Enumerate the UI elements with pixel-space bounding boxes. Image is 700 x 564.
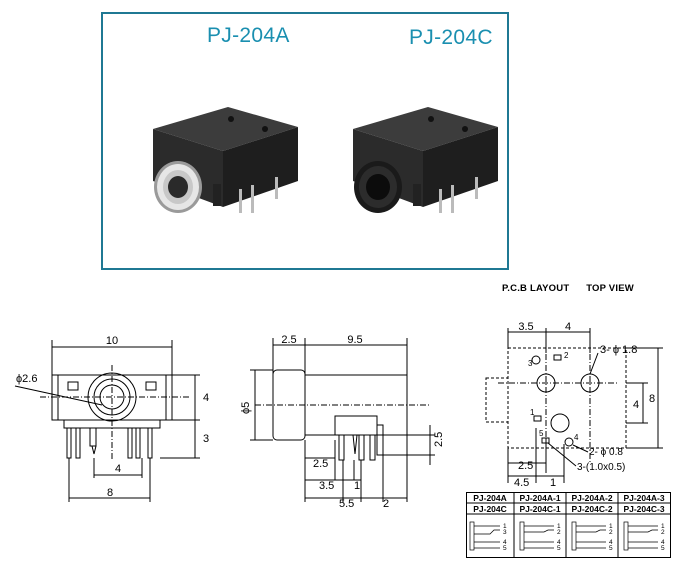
schem-0-pin-c: 4 <box>503 539 507 546</box>
pcb-top-b-dim: 4 <box>565 321 571 333</box>
pcb-pin-2-label: 2 <box>564 351 569 360</box>
variant-header-a-1: PJ-204A-1 <box>519 493 560 503</box>
variant-header-a-2: PJ-204A-2 <box>571 493 612 503</box>
schem-1-pin-d: 5 <box>557 545 561 552</box>
pcb-top-view-drawing: 3.5 4 3- ϕ 1.8 4 8 2- ϕ 0.8 3-(1.0x0.5) … <box>485 321 663 489</box>
pcb-pin-4-label: 4 <box>574 433 579 442</box>
variant-header-a-3: PJ-204A-3 <box>623 493 664 503</box>
pcb-layout-header: P.C.B LAYOUT TOP VIEW <box>502 283 648 294</box>
pcb-pin-1-label: 1 <box>530 408 535 417</box>
side-tail-dim: 2 <box>383 498 389 510</box>
schem-2-pin-a: 1 <box>609 523 613 530</box>
side-nose-dim: 2.5 <box>281 334 296 346</box>
pcb-bottom-c-dim: 1 <box>550 477 556 489</box>
schem-3-pin-c: 4 <box>661 539 665 546</box>
pj-204c-photo <box>353 107 498 213</box>
schem-0-pin-b: 3 <box>503 529 507 536</box>
side-dia-dim: ϕ5 <box>240 402 252 414</box>
schem-1-pin-c: 4 <box>557 539 561 546</box>
schem-3-pin-b: 2 <box>661 529 665 536</box>
side-view-drawing: 2.5 9.5 ϕ5 2.5 2.5 3.5 1 5.5 2 <box>240 334 445 510</box>
schem-3-pin-d: 5 <box>661 545 665 552</box>
top-view-label: TOP VIEW <box>586 283 634 294</box>
side-pin-height-dim: 2.5 <box>433 432 445 447</box>
front-view-drawing: 10 ϕ2.6 4 3 4 8 <box>14 335 209 502</box>
front-total-width-dim: 8 <box>107 487 113 499</box>
front-pin-height-dim: 3 <box>203 433 209 445</box>
schem-1-pin-a: 1 <box>557 523 561 530</box>
pj-204a-photo <box>153 107 298 213</box>
variant-header-a-0: PJ-204A <box>473 493 507 503</box>
front-pin-spacing-dim: 4 <box>115 463 121 475</box>
schem-0-pin-a: 1 <box>503 523 507 530</box>
front-height-dim: 4 <box>203 392 209 404</box>
side-pin-c-dim: 1 <box>354 480 360 492</box>
side-pin-a-dim: 2.5 <box>313 458 328 470</box>
schem-2-pin-c: 4 <box>609 539 613 546</box>
schem-1-pin-b: 2 <box>557 529 561 536</box>
schematic-1 <box>519 521 554 551</box>
pj-204c-title: PJ-204C <box>409 26 493 49</box>
pcb-bottom-a-dim: 2.5 <box>518 460 533 472</box>
schematic-3 <box>623 521 658 551</box>
pcb-small-hole-dim: 2- ϕ 0.8 <box>589 447 623 458</box>
variant-header-c-2: PJ-204C-2 <box>571 504 612 514</box>
side-body-dim: 9.5 <box>347 334 362 346</box>
pcb-pin-5-label: 5 <box>539 429 544 438</box>
pcb-layout-label: P.C.B LAYOUT <box>502 283 570 294</box>
pcb-top-a-dim: 3.5 <box>518 321 533 333</box>
pcb-total-height-dim: 8 <box>649 393 655 405</box>
side-base-dim: 5.5 <box>339 498 354 510</box>
variant-header-c-3: PJ-204C-3 <box>623 504 664 514</box>
side-pin-b-dim: 3.5 <box>319 480 334 492</box>
schem-3-pin-a: 1 <box>661 523 665 530</box>
schem-2-pin-b: 2 <box>609 529 613 536</box>
pcb-bottom-b-dim: 4.5 <box>514 477 529 489</box>
variant-header-c-1: PJ-204C-1 <box>519 504 560 514</box>
product-photo-panel: PJ-204A PJ-204C <box>101 12 509 270</box>
pcb-pin-3-label: 3 <box>528 359 533 368</box>
schem-0-pin-d: 5 <box>503 545 507 552</box>
schematic-2 <box>571 521 606 551</box>
front-hole-dim: ϕ2.6 <box>16 373 37 385</box>
schem-2-pin-d: 5 <box>609 545 613 552</box>
schematic-0 <box>469 521 500 551</box>
pj-204a-title: PJ-204A <box>207 24 290 47</box>
variants-table: PJ-204A PJ-204A-1 PJ-204A-2 PJ-204A-3 PJ… <box>466 492 671 558</box>
variant-header-c-0: PJ-204C <box>473 504 507 514</box>
pcb-height-dim: 4 <box>633 399 639 411</box>
front-width-dim: 10 <box>106 335 118 347</box>
pcb-big-hole-dim: 3- ϕ 1.8 <box>600 344 637 356</box>
pcb-slot-dim: 3-(1.0x0.5) <box>577 462 625 473</box>
